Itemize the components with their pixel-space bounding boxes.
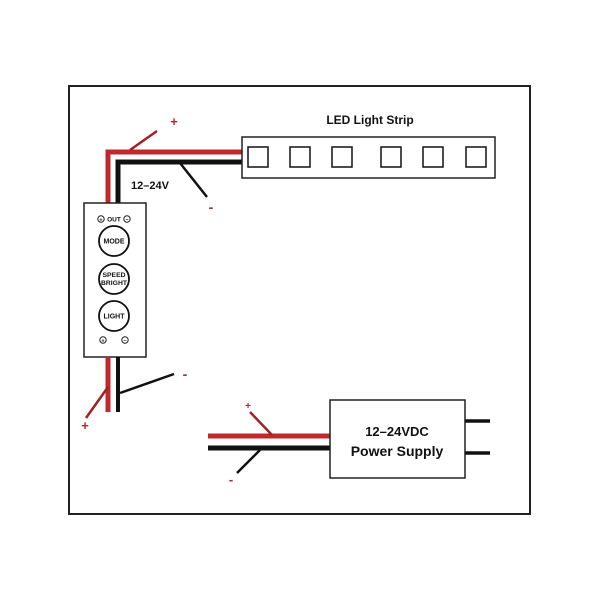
ctrl-minus-leader [119,372,175,395]
ctrl-minus-mark: - [183,366,188,382]
led-cell [380,146,402,168]
strip-minus-leader [179,162,208,198]
psu-minus-leader [236,449,261,474]
led-strip [241,136,496,179]
power-supply-box [329,399,466,479]
led-cells [247,146,487,168]
positive-wire-to-strip [105,149,243,205]
out-minus-icon [123,215,131,223]
diagram-frame [68,85,531,515]
light-button-label: LIGHT [104,314,126,321]
ctrl-plus-mark: + [81,418,89,433]
led-cell [465,146,487,168]
psu-minus-mark: - [229,472,233,487]
out-label: OUT [107,217,121,224]
out-plus-symbol: + [99,217,102,223]
mode-button[interactable]: MODE [98,225,130,257]
power-supply-label: Power Supply [351,443,444,459]
out-plus-icon [97,215,105,223]
mode-button-label: MODE [104,239,125,246]
power-supply-voltage: 12–24VDC [365,424,429,439]
in-minus-icon [121,336,129,344]
psu-plus-leader [249,411,273,436]
negative-wire-to-strip [115,159,243,205]
led-cell [422,146,444,168]
controller-voltage-label: 12–24V [131,180,170,192]
strip-plus-mark: + [170,114,178,129]
out-minus-symbol: − [125,217,128,223]
in-plus-symbol: + [101,338,104,344]
speed-label: SPEED [102,272,125,279]
led-cell [247,146,269,168]
ctrl-plus-leader [84,386,110,419]
speed-bright-button[interactable]: SPEED BRIGHT [98,263,130,295]
bright-label: BRIGHT [101,280,128,287]
strip-minus-mark: - [209,199,214,215]
in-minus-symbol: − [123,338,126,344]
light-button[interactable]: LIGHT [98,300,130,332]
in-plus-icon [99,336,107,344]
led-cell [331,146,353,168]
strip-plus-leader [129,129,158,152]
led-cell [289,146,311,168]
psu-plus-mark: + [245,401,251,412]
led-strip-label: LED Light Strip [326,113,413,127]
